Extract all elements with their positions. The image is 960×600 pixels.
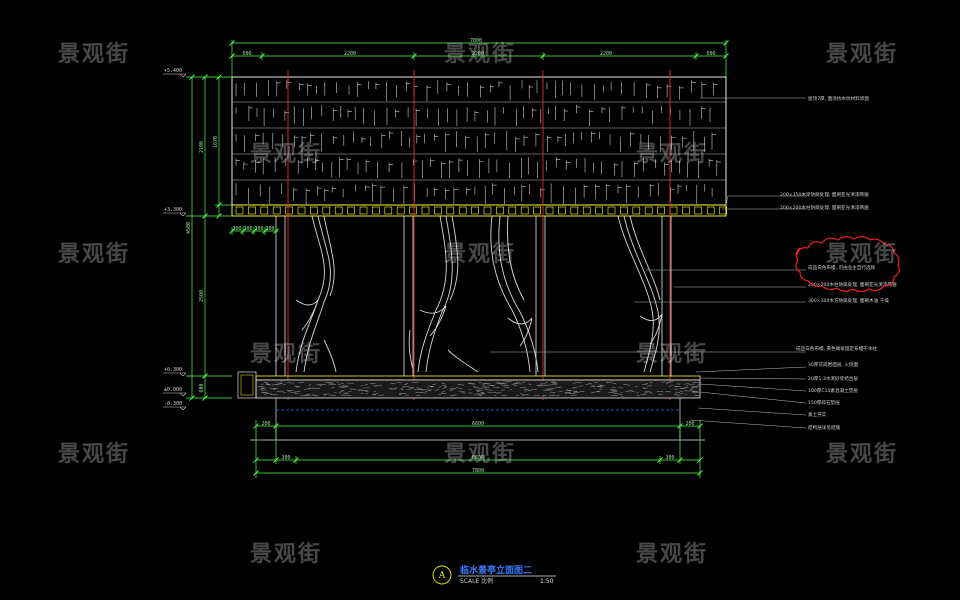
dim-left: 2500 [199, 290, 205, 302]
watermark: 景观街 [58, 242, 131, 267]
annotation: 200×200木柱防腐处理, 面刷亚光清漆两遍 [808, 281, 897, 288]
elevation-markers: +5.400 +3.300 +0.300 ±0.000 -0.300 [163, 68, 187, 411]
title-marker: A [438, 571, 446, 581]
dim-small: 300 [232, 226, 241, 232]
revision-cloud [795, 236, 900, 293]
title-block: A 临水景亭立面图二 SCALE 比例 1:50 [432, 564, 556, 585]
centerlines [287, 70, 671, 400]
annotation: 成品白色布幔, 黄色绳索固定布幔于木柱 [796, 345, 877, 352]
watermark: 景观街 [250, 342, 323, 367]
dimension-ticks [189, 40, 729, 476]
watermark: 景观街 [58, 42, 131, 67]
dim-top-seg: 600 [706, 51, 715, 57]
dim-bottom: 300 [281, 455, 290, 461]
annotation: 30厚花岗岩面层, 火烧面 [808, 361, 859, 368]
watermark: 景观街 [58, 442, 131, 467]
annotation: 300×300木方防腐处理, 面刷木油 干燥 [808, 297, 889, 304]
dim-left: 1670 [213, 136, 219, 148]
annotation: 20厚1:3水泥砂浆结合层 [808, 375, 858, 382]
dim-overall-bottom: 7800 [472, 468, 484, 474]
dimensions [186, 40, 727, 478]
watermark: 景观街 [444, 442, 517, 467]
dim-overall-top: 7800 [470, 38, 482, 44]
dim-bottom: 300 [665, 455, 674, 461]
posts [275, 216, 672, 376]
curtains [295, 215, 663, 373]
dim-bottom: 200 [261, 421, 270, 427]
annotation: 150厚碎石垫层 [808, 399, 840, 406]
dim-top-seg: 600 [242, 51, 251, 57]
annotation: 100厚C15素混凝土垫层 [808, 387, 858, 394]
annotation: 200×200木柱防腐处理, 面刷亚光清漆两遍 [780, 204, 869, 211]
elevation-label: +3.300 [164, 207, 182, 213]
dim-bottom: 200 [685, 421, 694, 427]
watermark: 景观街 [444, 42, 517, 67]
annotations: 屋顶7厚, 面涂仿木纹材料饰面 200×350木梁防腐处理, 面刷亚光清漆两遍 … [780, 95, 897, 431]
scale-label: SCALE 比例 [460, 577, 493, 585]
dim-left: 600 [199, 383, 205, 392]
dim-left: 4500 [186, 222, 192, 234]
dim-top-seg: 2200 [600, 51, 612, 57]
watermark: 景观街 [826, 42, 899, 67]
dim-top-seg: 2200 [472, 51, 484, 57]
annotation: 素土夯实 [808, 411, 827, 418]
watermark: 景观街 [636, 342, 709, 367]
elevation-label: +0.300 [164, 367, 182, 373]
watermark: 景观街 [250, 142, 323, 167]
rafter-ends [235, 206, 727, 215]
scale-value: 1:50 [540, 578, 554, 585]
watermark: 景观街 [636, 542, 709, 567]
dim-left: 2100 [199, 141, 205, 153]
dim-small: 300 [243, 226, 252, 232]
dim-bottom: 6600 [472, 455, 484, 461]
roof-block [231, 76, 727, 206]
watermark: 景观街 [444, 242, 517, 267]
leader-lines [490, 97, 807, 429]
watermark: 景观街 [826, 242, 899, 267]
watermark: 景观街 [826, 442, 899, 467]
elevation-label: -0.300 [164, 401, 182, 407]
annotation: 屋顶7厚, 面涂仿木纹材料饰面 [808, 95, 869, 102]
roof-texture [235, 80, 721, 204]
drawing-title: 临水景亭立面图二 [460, 564, 532, 576]
elevation-label: ±0.000 [164, 387, 182, 393]
watermark: 景观街 [636, 142, 709, 167]
beam-band [231, 204, 727, 217]
dim-small: 300 [254, 226, 263, 232]
watermark: 景观街 [250, 542, 323, 567]
dim-small: 300 [265, 226, 274, 232]
dimension-labels: 7800 600 2200 2200 2200 600 1670 2100 45… [186, 38, 716, 474]
stone-texture [258, 381, 702, 397]
dim-bottom: 6600 [472, 421, 484, 427]
annotation: 结构层详见结施 [808, 424, 841, 431]
annotation: 成品白色布幔, 可由业主自行选择 [808, 264, 876, 271]
platform [237, 371, 705, 441]
annotation: 200×350木梁防腐处理, 面刷亚光清漆两遍 [780, 191, 869, 198]
elevation-label: +5.400 [164, 68, 182, 74]
dim-top-seg: 2200 [344, 51, 356, 57]
